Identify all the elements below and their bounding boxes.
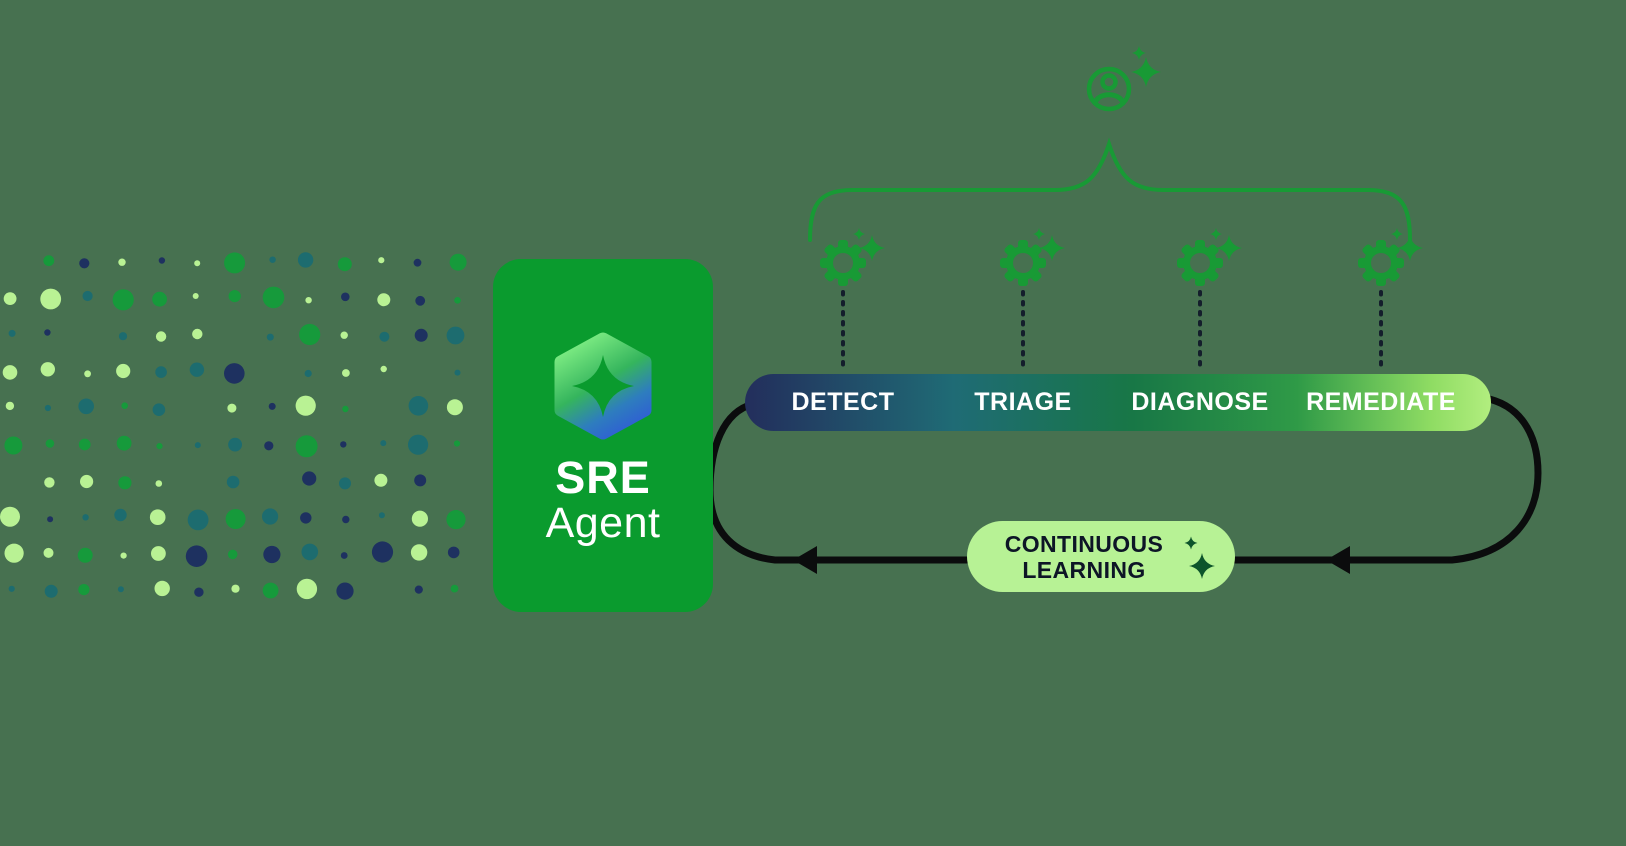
card-title-agent: Agent xyxy=(545,499,661,547)
user-sparkle-icon xyxy=(1086,46,1161,112)
continuous-learning-pill: CONTINUOUS LEARNING xyxy=(967,521,1235,592)
curly-brace xyxy=(808,137,1412,242)
card-title-sre: SRE xyxy=(555,452,651,503)
sparkle-icon xyxy=(859,235,885,261)
sparkle-icon xyxy=(1216,235,1242,261)
gear-sparkle-icon xyxy=(1358,228,1423,286)
sparkle-icon xyxy=(853,228,865,240)
stage-label-remediate: REMEDIATE xyxy=(1306,388,1456,416)
gear-sparkle-icon xyxy=(1177,228,1242,286)
sparkle-icon xyxy=(1210,228,1222,240)
pipeline-bar xyxy=(745,374,1491,431)
sparkle-icon xyxy=(1397,235,1423,261)
hexagon-sparkle-logo xyxy=(551,329,655,443)
sparkle-icon xyxy=(1039,235,1065,261)
gear-sparkle-icon xyxy=(820,228,885,286)
sparkle-icon xyxy=(1184,536,1215,579)
stage-label-detect: DETECT xyxy=(791,388,895,416)
loop-arrowhead-left xyxy=(793,546,817,574)
stage-label-triage: TRIAGE xyxy=(974,388,1072,416)
sparkle-icon xyxy=(1391,228,1403,240)
gear-sparkle-icon xyxy=(1000,228,1065,286)
pill-label-line1: CONTINUOUS xyxy=(1004,530,1164,557)
loop-arrowhead-right xyxy=(1326,546,1350,574)
stage-label-diagnose: DIAGNOSE xyxy=(1131,388,1269,416)
sparkle-icon xyxy=(1132,46,1146,60)
dot-pattern xyxy=(0,252,467,600)
sre-agent-card: SRE Agent xyxy=(493,259,713,612)
sparkle-icon xyxy=(572,355,634,417)
sparkle-icon xyxy=(1033,228,1045,240)
sparkle-icon xyxy=(1131,57,1161,87)
